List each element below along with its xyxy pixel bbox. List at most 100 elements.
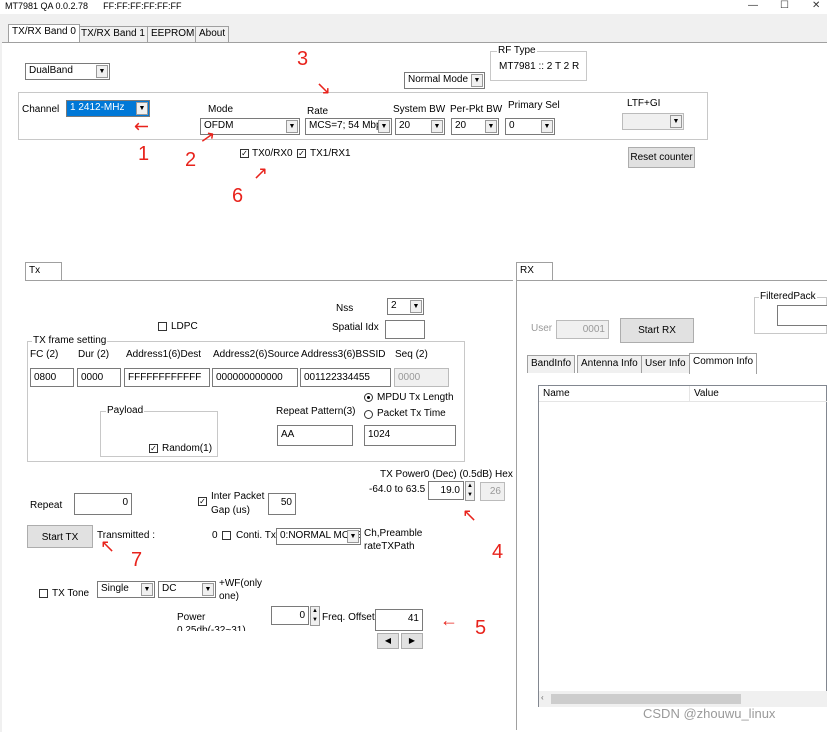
tx-tone-mode-select[interactable]: Single ▼	[97, 581, 155, 598]
chevron-down-icon: ▼	[136, 102, 148, 115]
power-sub-label: 0.25db(-32~31)	[177, 625, 246, 631]
conti-tx-label: Conti. Tx	[236, 530, 276, 541]
common-info-list[interactable]: Name Value ‹	[538, 385, 827, 707]
channel-label: Channel	[22, 104, 60, 115]
minimize-button[interactable]: —	[748, 0, 758, 11]
dur-header: Dur (2)	[78, 349, 110, 360]
primary-sel-select[interactable]: 0 ▼	[505, 118, 555, 135]
tx1-rx1-checkbox[interactable]: ✓	[297, 149, 306, 158]
freq-offset-label: Freq. Offset	[322, 612, 375, 623]
power-spinner[interactable]: ▲▼	[310, 606, 320, 626]
test-mode-value: Normal Mode	[408, 74, 469, 85]
mode-select[interactable]: OFDM ▼	[200, 118, 300, 135]
conti-tx-checkbox[interactable]	[222, 531, 231, 540]
nss-select[interactable]: 2 ▼	[387, 298, 424, 315]
seq-input[interactable]: 0000	[394, 368, 449, 387]
scrollbar-thumb[interactable]	[551, 694, 741, 704]
mpdu-tx-length-radio[interactable]	[364, 393, 373, 402]
per-pkt-bw-select[interactable]: 20 ▼	[451, 118, 499, 135]
rx-panel	[516, 280, 827, 730]
conti-tx-note2: rateTXPath	[364, 541, 415, 552]
tx-tone-type-select[interactable]: DC ▼	[158, 581, 216, 598]
system-bw-select[interactable]: 20 ▼	[395, 118, 445, 135]
chevron-down-icon: ▼	[431, 120, 443, 133]
tab-eeprom[interactable]: EEPROM	[147, 26, 199, 42]
chevron-down-icon: ▼	[541, 120, 553, 133]
chevron-down-icon: ▼	[378, 120, 390, 133]
tx-power-label: TX Power0 (Dec) (0.5dB) Hex	[380, 469, 513, 480]
mpdu-value-input[interactable]: 1024	[364, 425, 456, 446]
annotation-4: 4	[492, 541, 504, 563]
tx0-rx0-checkbox[interactable]: ✓	[240, 149, 249, 158]
tx-tone-label: TX Tone	[52, 588, 90, 599]
power-input[interactable]: 0	[271, 606, 309, 625]
start-rx-button[interactable]: Start RX	[620, 318, 694, 343]
chevron-down-icon: ▼	[410, 300, 422, 313]
tab-common-info[interactable]: Common Info	[689, 353, 758, 374]
tx-power-spinner[interactable]: ▲▼	[465, 481, 475, 501]
per-pkt-bw-label: Per-Pkt BW	[450, 104, 503, 115]
start-tx-button[interactable]: Start TX	[27, 525, 93, 548]
chevron-down-icon: ▼	[286, 120, 298, 133]
random-checkbox[interactable]: ✓	[149, 444, 158, 453]
system-bw-label: System BW	[393, 104, 446, 115]
addr3-input[interactable]: 001122334455	[300, 368, 391, 387]
dur-input[interactable]: 0000	[77, 368, 121, 387]
tab-band1[interactable]: TX/RX Band 1	[77, 26, 149, 42]
ldpc-checkbox[interactable]	[158, 322, 167, 331]
ltf-gi-select[interactable]: ▼	[622, 113, 684, 130]
rate-label: Rate	[307, 106, 329, 117]
arrow-icon: ↘	[316, 78, 332, 98]
chevron-down-icon: ▼	[96, 65, 108, 78]
tx-power-input[interactable]: 19.0	[428, 481, 464, 500]
nav-prev-button[interactable]: ◀	[377, 633, 399, 649]
channel-value: 1 2412-MHz	[70, 102, 125, 113]
horizontal-scrollbar[interactable]: ‹	[539, 691, 827, 707]
test-mode-select[interactable]: Normal Mode ▼	[404, 72, 485, 89]
addr1-input[interactable]: FFFFFFFFFFFF	[124, 368, 210, 387]
annotation-6: 6	[232, 185, 244, 207]
tab-about[interactable]: About	[195, 26, 230, 42]
spatial-idx-input[interactable]	[385, 320, 425, 339]
band-select[interactable]: DualBand ▼	[25, 63, 110, 80]
spatial-idx-label: Spatial Idx	[332, 322, 379, 333]
annotation-7: 7	[131, 549, 143, 571]
close-button[interactable]: ✕	[812, 0, 821, 11]
tx-tone-mode-value: Single	[101, 583, 129, 594]
packet-tx-time-radio[interactable]	[364, 410, 373, 419]
fc-header: FC (2)	[30, 349, 59, 360]
column-value[interactable]: Value	[694, 388, 719, 399]
inter-packet-gap-checkbox[interactable]: ✓	[198, 497, 207, 506]
fc-input[interactable]: 0800	[30, 368, 74, 387]
user-input[interactable]: 0001	[556, 320, 609, 339]
freq-offset-input[interactable]: 41	[375, 609, 423, 631]
tab-tx[interactable]: Tx	[25, 262, 62, 280]
title-bar: MT7981 QA 0.0.2.78 FF:FF:FF:FF:FF:FF — ☐…	[0, 0, 827, 14]
maximize-button[interactable]: ☐	[780, 0, 789, 11]
tab-user-info[interactable]: User Info	[641, 355, 690, 373]
filtered-input[interactable]	[777, 305, 827, 326]
nav-next-button[interactable]: ▶	[401, 633, 423, 649]
reset-counter-button[interactable]: Reset counter	[628, 147, 695, 168]
column-divider	[689, 386, 690, 402]
mode-value: OFDM	[204, 120, 234, 131]
chevron-down-icon: ▼	[471, 74, 483, 87]
conti-tx-select[interactable]: 0:NORMAL MODE ▼	[276, 528, 361, 545]
seq-header: Seq (2)	[395, 349, 428, 360]
addr1-header: Address1(6)Dest	[126, 349, 202, 360]
annotation-1: 1	[138, 143, 150, 165]
tab-antenna-info[interactable]: Antenna Info	[577, 355, 642, 373]
repeat-pattern-input[interactable]: AA	[277, 425, 353, 446]
addr2-input[interactable]: 000000000000	[212, 368, 298, 387]
channel-select[interactable]: 1 2412-MHz ▼	[66, 100, 150, 117]
tab-rx[interactable]: RX	[516, 262, 553, 280]
chevron-down-icon: ▼	[141, 583, 153, 596]
tab-bandinfo[interactable]: BandInfo	[527, 355, 576, 373]
column-name[interactable]: Name	[543, 388, 570, 399]
tx-tone-checkbox[interactable]	[39, 589, 48, 598]
repeat-input[interactable]: 0	[74, 493, 132, 515]
rate-select[interactable]: MCS=7; 54 Mbps ▼	[305, 118, 392, 135]
inter-packet-gap-input[interactable]: 50	[268, 493, 296, 515]
mpdu-tx-length-label: MPDU Tx Length	[377, 392, 454, 403]
tab-band0[interactable]: TX/RX Band 0	[8, 24, 80, 42]
